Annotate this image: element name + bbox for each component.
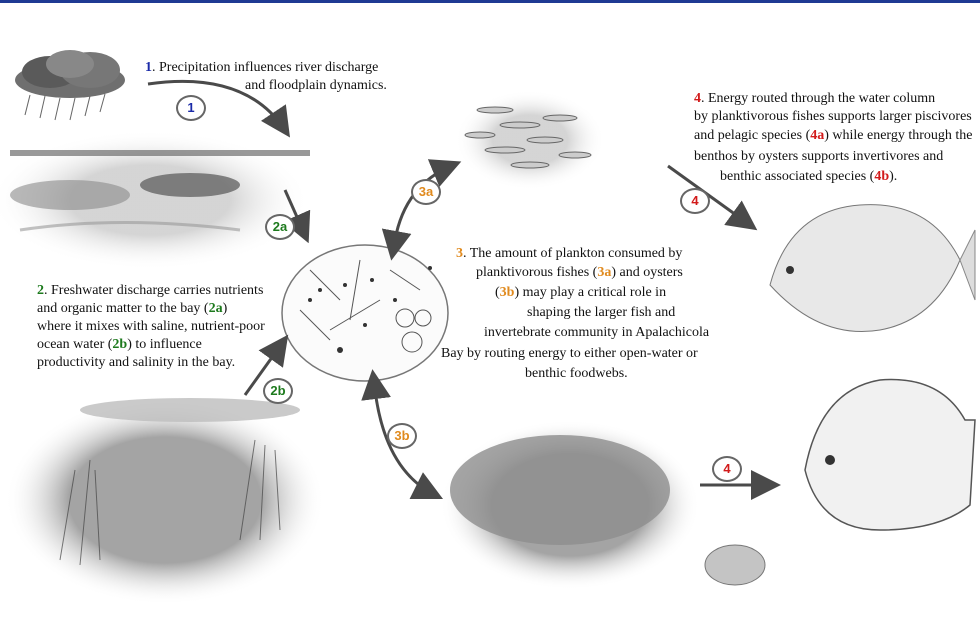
rain-cloud-icon [15, 50, 125, 120]
badge-2a: 2a [265, 214, 295, 240]
badge-4a: 4 [680, 188, 710, 214]
crab-illustration [705, 545, 765, 585]
step-4-line-4: benthos by oysters supports invertivores… [694, 148, 943, 166]
step-2-line-5: productivity and salinity in the bay. [37, 354, 235, 372]
step-3-line-3: (3b) may play a critical role in [495, 284, 666, 302]
dune-grass-illustration [5, 395, 325, 605]
step-3-line-2: planktivorous fishes (3a) and oysters [476, 264, 683, 282]
badge-4b: 4 [712, 456, 742, 482]
badge-1: 1 [176, 95, 206, 121]
oyster-reef-illustration [440, 420, 700, 590]
step-2-line-3: where it mixes with saline, nutrient-poo… [37, 318, 265, 336]
step-2-line-1: 2. Freshwater discharge carries nutrient… [37, 282, 263, 300]
step-4-line-3: and pelagic species (4a) while energy th… [694, 127, 973, 145]
step-3-line-7: benthic foodwebs. [525, 365, 628, 383]
drum-fish-illustration [805, 380, 975, 531]
badge-3a: 3a [411, 179, 441, 205]
step-4-line-1: 4. Energy routed through the water colum… [694, 90, 935, 108]
badge-2b: 2b [263, 378, 293, 404]
step-3-line-4: shaping the larger fish and [527, 304, 675, 322]
step-1-line-1: 1. Precipitation influences river discha… [145, 59, 378, 77]
snapper-illustration [770, 205, 975, 332]
step-3-line-1: 3. The amount of plankton consumed by [456, 245, 682, 263]
step-2-line-2: and organic matter to the bay (2a) [37, 300, 227, 318]
badge-3b: 3b [387, 423, 417, 449]
fish-school-illustration [455, 90, 605, 190]
step-4-line-2: by planktivorous fishes supports larger … [694, 108, 972, 126]
step-3-line-6: Bay by routing energy to either open-wat… [441, 345, 698, 363]
step-1-line-2: and floodplain dynamics. [245, 77, 387, 95]
plankton-illustration [282, 245, 448, 381]
step-3-line-5: invertebrate community in Apalachicola [484, 324, 709, 342]
step-2-line-4: ocean water (2b) to influence [37, 336, 202, 354]
marsh-illustration [0, 130, 310, 270]
step-4-line-5: benthic associated species (4b). [720, 168, 897, 186]
